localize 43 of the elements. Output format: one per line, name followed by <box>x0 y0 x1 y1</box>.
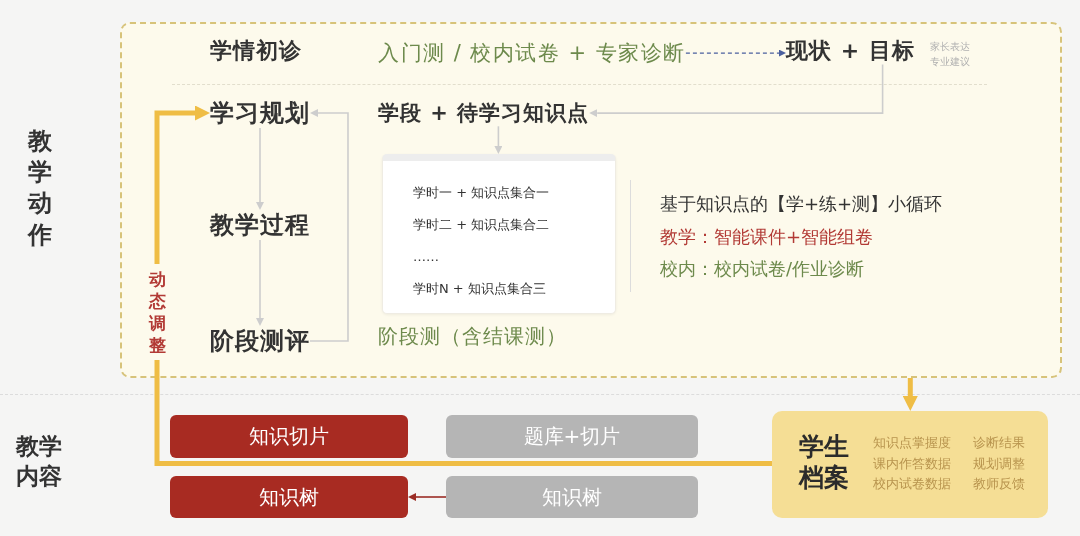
card-line: 学时N + 知识点集合三 <box>413 281 546 298</box>
step-heading: 学情初诊 <box>210 37 302 65</box>
content-tile: 知识树 <box>170 476 408 518</box>
step-heading: 学习规划 <box>210 98 310 128</box>
section-label: 教学动作 <box>28 126 53 251</box>
body-text: 校内：校内试卷/作业诊断 <box>660 258 865 281</box>
edge-label: 动态调整 <box>147 264 167 361</box>
data-item: 规划调整 <box>973 455 1025 472</box>
content-tile: 知识树 <box>446 476 698 518</box>
arrow <box>589 63 884 118</box>
note-text: 家长表达 <box>930 41 970 54</box>
data-item: 诊断结果 <box>973 435 1025 451</box>
body-text: 基于知识点的【学+练+测】小循环 <box>660 193 943 216</box>
note-card <box>382 154 616 314</box>
arrow <box>494 125 503 154</box>
note-text: 专业建议 <box>930 56 970 69</box>
arrow <box>902 378 918 411</box>
arrow <box>154 105 772 466</box>
step-heading: 教学过程 <box>210 210 310 240</box>
content-tile: 知识切片 <box>170 415 408 458</box>
step-heading: 阶段测评 <box>210 326 310 356</box>
card-line: …… <box>413 249 439 266</box>
arrow <box>408 493 447 501</box>
arrow <box>256 127 264 210</box>
arrow <box>256 239 264 326</box>
arrow <box>685 49 786 57</box>
body-text: 教学：智能课件+智能组卷 <box>660 226 874 249</box>
data-item: 教师反馈 <box>973 476 1025 492</box>
card-line: 学时一 + 知识点集合一 <box>413 185 550 202</box>
caption-text: 阶段测（含结课测） <box>378 324 567 349</box>
card-title: 学生档案 <box>799 431 850 494</box>
data-item: 知识点掌握度 <box>873 435 951 451</box>
data-item: 课内作答数据 <box>873 455 951 472</box>
card-line: 学时二 + 知识点集合二 <box>413 217 550 234</box>
profile-card <box>772 411 1048 518</box>
data-item: 校内试卷数据 <box>873 476 951 492</box>
topic-text: 学段 + 待学习知识点 <box>378 100 590 127</box>
dashed-panel <box>120 22 1062 378</box>
method-text: 入门测 / 校内试卷 + 专家诊断 <box>378 40 686 67</box>
section-label: 教学内容 <box>16 432 63 491</box>
arrow <box>309 109 349 342</box>
content-tile: 题库+切片 <box>446 415 698 458</box>
step-heading: 现状 + 目标 <box>786 37 915 65</box>
